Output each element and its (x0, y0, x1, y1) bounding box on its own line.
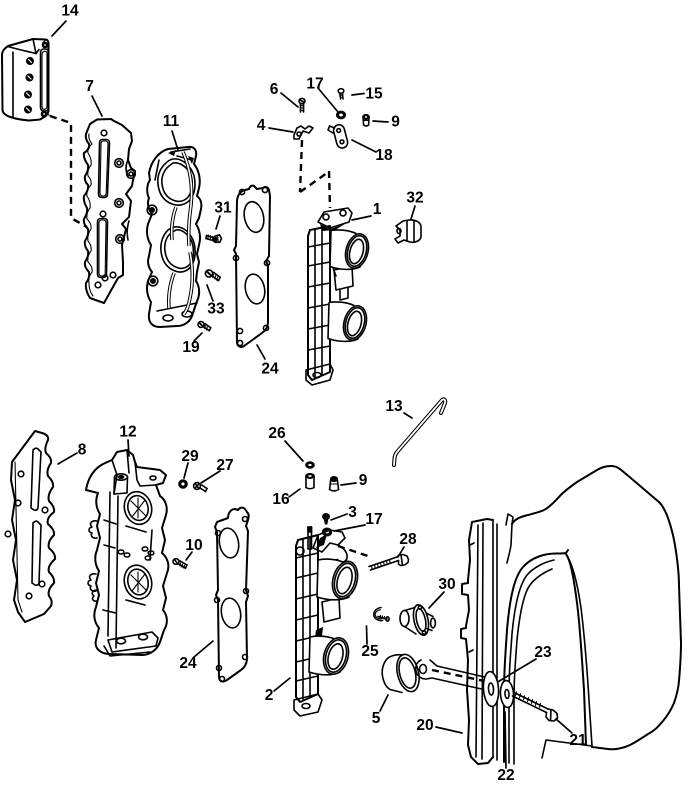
svg-text:25: 25 (361, 643, 379, 660)
svg-text:27: 27 (216, 457, 233, 474)
svg-text:32: 32 (406, 190, 423, 207)
svg-text:31: 31 (214, 200, 232, 217)
svg-text:20: 20 (416, 717, 433, 734)
svg-text:6: 6 (270, 81, 279, 98)
svg-text:26: 26 (268, 425, 286, 442)
svg-text:10: 10 (185, 537, 202, 554)
svg-text:17: 17 (306, 76, 323, 93)
svg-text:18: 18 (375, 147, 393, 164)
svg-text:30: 30 (438, 576, 455, 593)
svg-text:22: 22 (497, 767, 514, 784)
svg-text:9: 9 (391, 114, 400, 131)
svg-text:21: 21 (569, 732, 587, 749)
svg-text:7: 7 (85, 78, 94, 95)
svg-text:16: 16 (272, 491, 290, 508)
svg-text:3: 3 (348, 504, 357, 521)
svg-text:4: 4 (257, 117, 266, 134)
svg-text:15: 15 (365, 86, 383, 103)
svg-text:33: 33 (207, 301, 225, 318)
svg-text:11: 11 (163, 113, 180, 130)
svg-text:19: 19 (182, 339, 200, 356)
svg-text:29: 29 (181, 448, 199, 465)
svg-text:24: 24 (179, 655, 197, 672)
svg-text:14: 14 (61, 3, 79, 20)
svg-text:13: 13 (385, 398, 403, 415)
svg-text:2: 2 (265, 687, 274, 704)
svg-text:1: 1 (373, 201, 382, 218)
svg-text:28: 28 (399, 531, 417, 548)
svg-text:17: 17 (365, 511, 382, 528)
svg-text:8: 8 (78, 442, 87, 459)
svg-text:24: 24 (261, 361, 279, 378)
svg-text:23: 23 (534, 644, 552, 661)
svg-text:9: 9 (359, 472, 368, 489)
svg-text:12: 12 (119, 424, 136, 441)
svg-text:5: 5 (372, 710, 381, 727)
